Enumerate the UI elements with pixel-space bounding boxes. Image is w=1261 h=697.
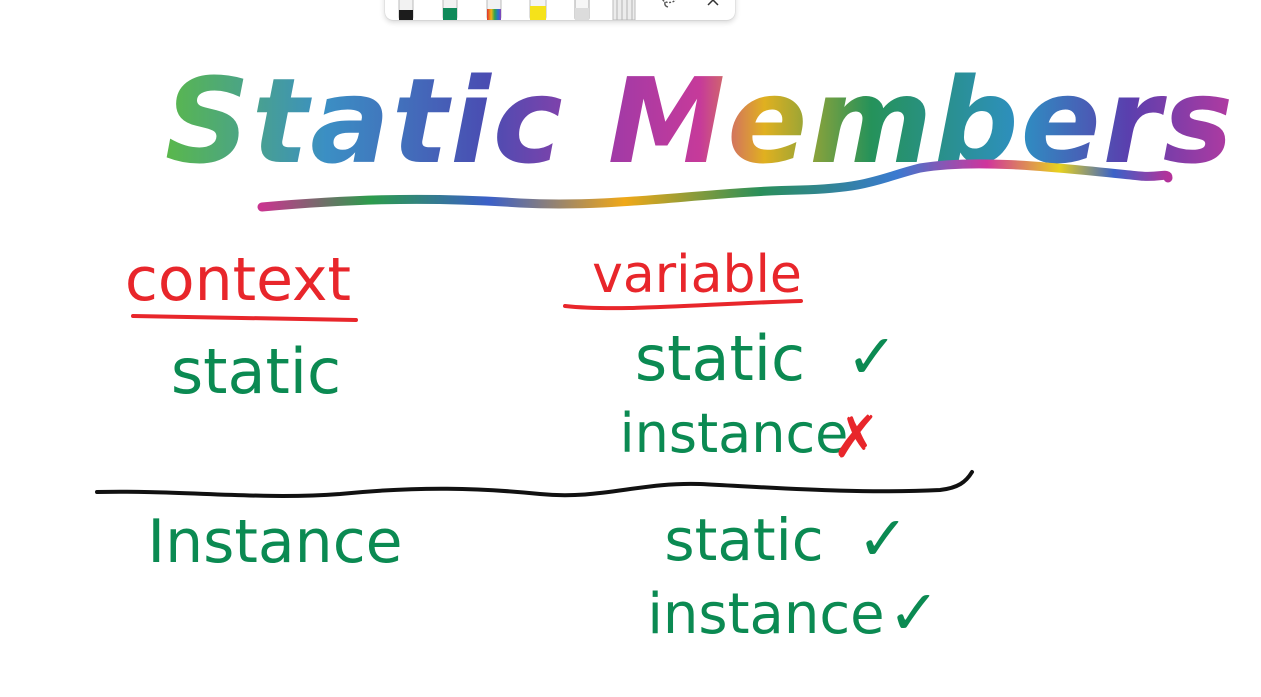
column-header-context: context — [125, 245, 351, 315]
pen-rainbow-icon[interactable] — [483, 0, 505, 20]
row-2-static-checkmark: ✓ — [857, 502, 909, 575]
row-2-context: Instance — [147, 507, 402, 577]
close-icon[interactable] — [701, 0, 725, 12]
ink-toolbar — [385, 0, 735, 20]
ballpoint-pen-black-icon[interactable] — [395, 0, 417, 20]
row-1-variable-static: static — [635, 322, 805, 395]
row-1-static-checkmark: ✓ — [846, 320, 898, 393]
variable-underline — [563, 299, 803, 311]
highlighter-yellow-icon[interactable] — [527, 0, 549, 20]
ruler-icon[interactable] — [611, 0, 636, 20]
section-divider — [95, 470, 974, 498]
pen-green-icon[interactable] — [439, 0, 461, 20]
row-1-instance-cross: ✗ — [832, 403, 881, 471]
row-1-variable-instance: instance — [620, 402, 849, 465]
row-2-variable-static: static — [664, 506, 823, 574]
column-header-variable: variable — [592, 245, 802, 305]
context-underline — [131, 314, 358, 322]
row-2-instance-checkmark: ✓ — [888, 576, 940, 649]
row-1-context: static — [171, 335, 341, 408]
lasso-select-icon[interactable] — [657, 0, 681, 12]
title-underline — [257, 159, 1173, 212]
eraser-icon[interactable] — [571, 0, 593, 20]
row-2-variable-instance: instance — [647, 582, 884, 647]
